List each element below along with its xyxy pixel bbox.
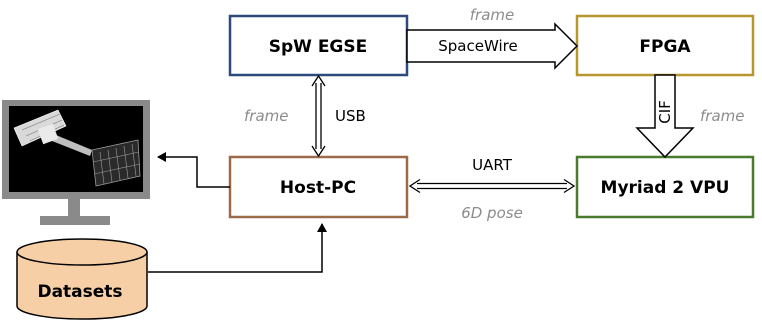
cif-label: CIF xyxy=(656,100,674,124)
frame-annotation-right: frame xyxy=(700,107,744,125)
datasets-label: Datasets xyxy=(37,282,122,302)
spacewire-arrow: SpaceWire xyxy=(406,22,579,70)
cif-arrow: CIF xyxy=(635,74,695,159)
frame-annotation-left: frame xyxy=(244,107,288,125)
myriad-box: Myriad 2 VPU xyxy=(575,155,755,219)
fpga-box: FPGA xyxy=(575,14,755,77)
uart-arrow: UART xyxy=(408,156,576,194)
fpga-label: FPGA xyxy=(639,37,691,57)
datasets-database-icon: Datasets xyxy=(16,238,148,320)
myriad-label: Myriad 2 VPU xyxy=(601,178,730,198)
spw-egse-label: SpW EGSE xyxy=(269,37,368,57)
uart-label: UART xyxy=(472,156,513,174)
datasets-arrow xyxy=(148,223,327,273)
host-pc-box: Host-PC xyxy=(228,155,409,219)
frame-annotation-top: frame xyxy=(470,6,514,24)
host-pc-label: Host-PC xyxy=(280,178,356,198)
satellite-image xyxy=(13,109,141,187)
usb-arrow: USB xyxy=(311,74,366,158)
spw-egse-box: SpW EGSE xyxy=(228,14,409,77)
pose-annotation: 6D pose xyxy=(461,204,523,222)
monitor-arrow xyxy=(157,152,230,188)
spacewire-label: SpaceWire xyxy=(438,37,517,55)
monitor-icon xyxy=(2,100,150,225)
usb-label: USB xyxy=(335,107,366,125)
